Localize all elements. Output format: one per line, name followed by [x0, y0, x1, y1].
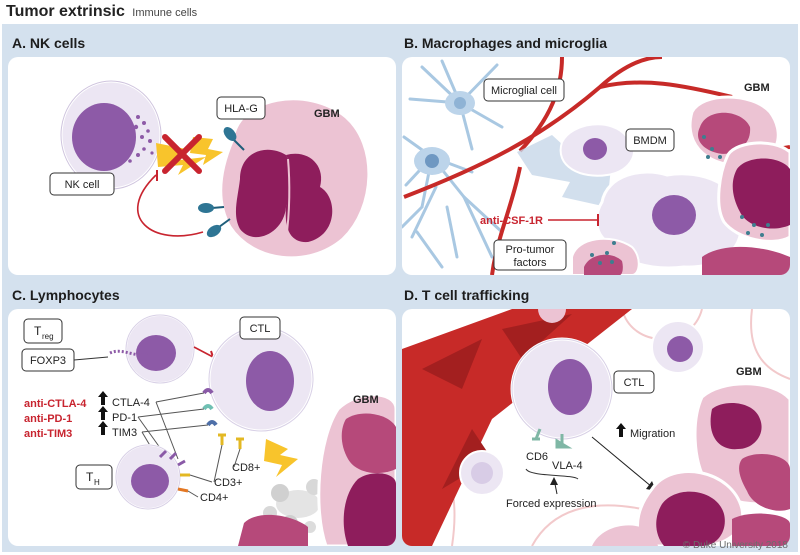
th-label: T H: [75, 464, 113, 490]
forced-expression-pointer: [550, 477, 558, 495]
ctl-cell-c: [207, 325, 315, 433]
foxp3-label-text: FOXP3: [30, 355, 66, 367]
ctl-cell-d: [510, 337, 614, 441]
microglial-cell-label: Microglial cell: [483, 78, 565, 102]
vla4-label: VLA-4: [552, 460, 583, 472]
blood-vessel-d: [402, 309, 632, 546]
panel-c-title: C. Lymphocytes: [12, 287, 120, 303]
gbm-cells-c: [238, 393, 396, 546]
foxp3-label: FOXP3: [21, 348, 75, 372]
bmdm-cell: [559, 123, 636, 177]
panel-c-lymphocytes: T reg FOXP3 CTL anti-CTLA-4: [8, 309, 396, 546]
pd1-label: PD-1: [112, 412, 137, 424]
migration-direction-arrow: [591, 436, 656, 491]
nk-lightning-right: [190, 137, 223, 165]
microglial-cell-bodies: [414, 91, 475, 175]
nk-inhibition-arc: [136, 174, 204, 237]
bmdm-label-text: BMDM: [633, 135, 667, 147]
ctl-label-c: CTL: [239, 316, 281, 340]
copyright-footer: © Duke University 2018: [682, 540, 788, 551]
cd6-label: CD6: [526, 451, 548, 463]
macrophage-cell: [595, 170, 743, 270]
cd3-label: CD3+: [214, 477, 242, 489]
adhesion-receptors-d: [532, 428, 573, 449]
gbm-label-a: GBM: [314, 108, 340, 120]
anti-tim3-label: anti-TIM3: [24, 428, 72, 440]
anti-checkpoint-drugs: anti-CTLA-4 anti-PD-1 anti-TIM3 CTLA-4 P…: [24, 391, 150, 440]
migration-arrow: [517, 135, 612, 207]
th-label-sub: H: [94, 478, 100, 487]
treg-label-sub: reg: [42, 332, 54, 341]
gbm-label-c: GBM: [353, 394, 379, 406]
pro-tumor-label: Pro-tumor factors: [493, 239, 567, 271]
forced-expression-label: Forced expression: [506, 498, 597, 510]
anti-csf1r-inhibitor: anti-CSF-1R: [480, 214, 599, 227]
th-label-main: T: [86, 470, 94, 484]
cd-markers: CD8+ CD3+ CD4+: [187, 444, 260, 504]
nk-cell-label-text: NK cell: [65, 179, 100, 191]
th-cell: [115, 444, 190, 510]
blocked-x-icon: [162, 134, 202, 174]
panel-d-title: D. T cell trafficking: [404, 287, 530, 303]
nk-cell-label: NK cell: [49, 172, 115, 196]
gbm-label-d: GBM: [736, 366, 762, 378]
anti-pd1-label: anti-PD-1: [24, 413, 72, 425]
panel-a-title: A. NK cells: [12, 35, 86, 51]
migration-up-arrow-icon: [616, 423, 626, 437]
ctl-label-d-text: CTL: [624, 377, 645, 389]
cd8-label: CD8+: [232, 462, 260, 474]
anti-ctla4-label: anti-CTLA-4: [24, 398, 87, 410]
marker-leader-lines: [137, 392, 209, 460]
gbm-label-b: GBM: [744, 82, 770, 94]
forced-expression-brace: [525, 468, 579, 480]
panel-a-nk-cells: NK cell HLA-G GBM: [8, 57, 396, 275]
panel-d-t-cell-trafficking: CTL CD6 VLA-4 Forced expression Migratio…: [402, 309, 790, 546]
bmdm-label: BMDM: [625, 128, 675, 152]
pro-tumor-factor-dots: [590, 135, 770, 265]
bystander-cells-d: [459, 309, 705, 496]
up-arrow-icon: [98, 406, 108, 420]
panel-b-macrophages: BMDM Microglial cell GBM anti-C: [402, 57, 790, 275]
gbm-label-b-group: GBM: [744, 82, 770, 94]
figure-title: Tumor extrinsic: [6, 3, 125, 20]
hla-g-label: HLA-G: [216, 96, 266, 120]
treg-cell: [125, 314, 195, 384]
microglial-label-text: Microglial cell: [491, 85, 557, 97]
pro-tumor-label-line1: Pro-tumor: [506, 244, 555, 256]
up-arrow-icon: [98, 421, 108, 435]
ctl-lightning-icon: [264, 439, 298, 477]
panel-b-title: B. Macrophages and microglia: [404, 35, 608, 51]
nk-lightning-left: [156, 143, 206, 175]
nk-cell: [59, 79, 163, 191]
migration-label: Migration: [630, 428, 675, 440]
gbm-cells-d: [592, 382, 790, 546]
ctl-label-c-text: CTL: [250, 323, 271, 335]
cd4-label: CD4+: [200, 492, 228, 504]
checkpoint-receptors: [202, 388, 244, 449]
figure-subtitle: Immune cells: [132, 7, 198, 19]
pro-tumor-label-line2: factors: [513, 257, 547, 269]
anti-csf1r-label: anti-CSF-1R: [480, 215, 543, 227]
gbm-cell-a: [219, 97, 371, 260]
up-arrow-icon: [98, 391, 108, 405]
tim3-label: TIM3: [112, 427, 137, 439]
ctla4-label: CTLA-4: [112, 397, 150, 409]
hla-g-receptor-icon: [198, 127, 245, 238]
treg-label: T reg: [23, 318, 63, 344]
treg-label-main: T: [34, 324, 42, 338]
hla-g-label-text: HLA-G: [224, 103, 258, 115]
gbm-cells-b: [571, 95, 790, 275]
figure-header: Tumor extrinsic Immune cells: [6, 3, 197, 23]
ctl-label-d: CTL: [613, 370, 655, 394]
